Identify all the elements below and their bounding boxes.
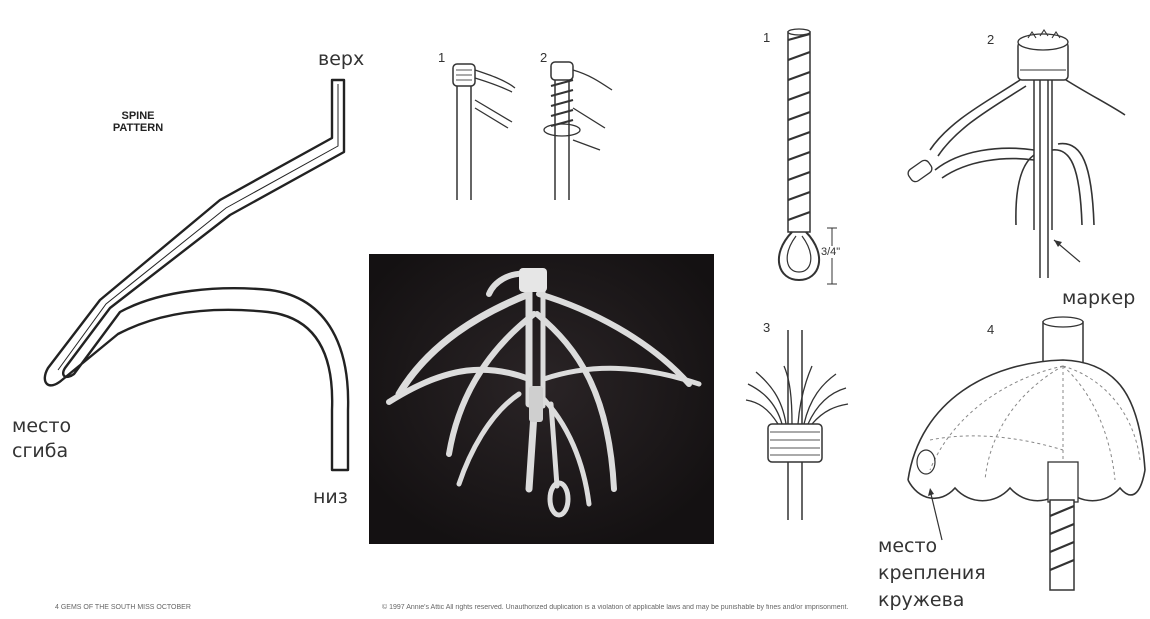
footer-right: © 1997 Annie's Attic All rights reserved… [382, 604, 1142, 611]
label-lace-line1: место [878, 535, 937, 558]
label-lace-line2: крепления [878, 562, 986, 585]
footer-left: 4 GEMS OF THE SOUTH MISS OCTOBER [55, 604, 191, 611]
